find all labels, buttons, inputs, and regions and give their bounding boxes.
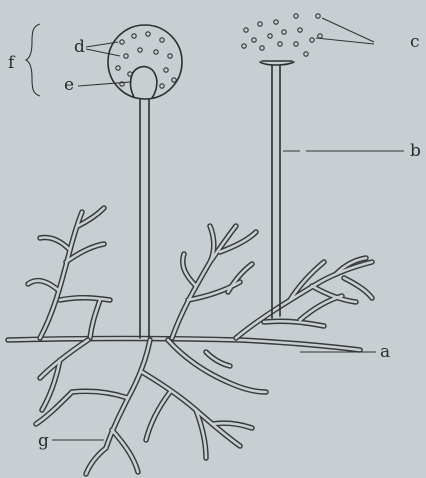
label-g: g [38,431,49,451]
sporangiophore-right [260,61,294,318]
rhizoids [36,340,266,474]
released-spores [242,14,322,56]
label-c: c [410,32,420,52]
label-b: b [410,141,421,161]
label-a: a [380,342,390,362]
label-f: f [8,53,16,73]
aerial-hyphae-left [28,208,110,338]
sporangium [108,25,182,99]
aerial-hyphae-middle [172,226,256,338]
aerial-hyphae-right [236,258,372,338]
sporangiophore-left [140,100,149,338]
spores-in-sporangium [116,32,176,88]
stolon [8,339,360,351]
label-e: e [64,75,74,95]
label-d: d [74,37,85,57]
